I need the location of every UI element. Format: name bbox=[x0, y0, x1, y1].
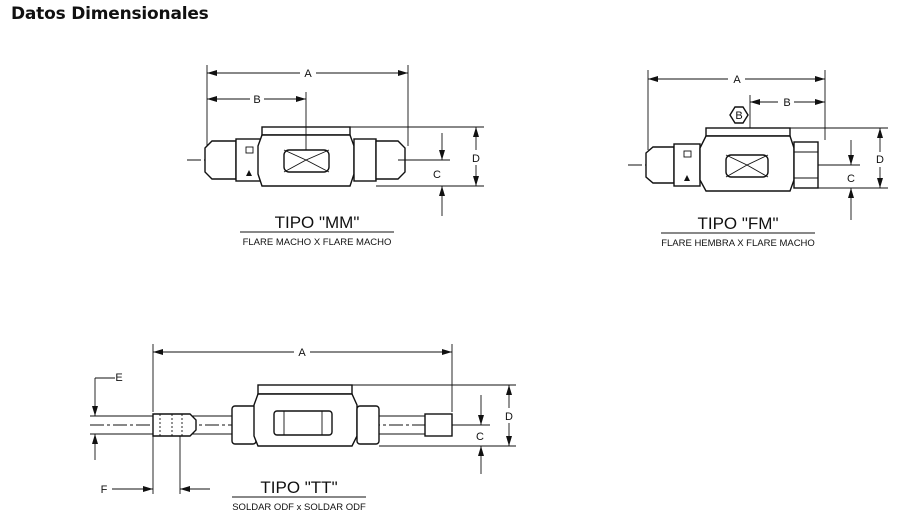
fm-dim-c-label: C bbox=[847, 173, 855, 185]
diagram-fm: B A B C D TIPO "FM" FLARE HEMBRA X F bbox=[628, 70, 888, 249]
fm-title: TIPO "FM" bbox=[697, 214, 778, 233]
tt-left-collar bbox=[231, 405, 257, 445]
tt-subtitle: SOLDAR ODF x SOLDAR ODF bbox=[232, 502, 366, 513]
mm-subtitle: FLARE MACHO X FLARE MACHO bbox=[243, 237, 392, 248]
tt-dim-e-label: E bbox=[115, 372, 122, 384]
mm-right-flare bbox=[375, 140, 406, 180]
mm-dim-c-label: C bbox=[433, 169, 441, 181]
fm-subtitle: FLARE HEMBRA X FLARE MACHO bbox=[661, 238, 815, 249]
fm-body-top bbox=[705, 127, 791, 137]
fm-right-nut bbox=[793, 141, 819, 189]
fm-hex-b-label: B bbox=[735, 110, 742, 122]
mm-dim-d-label: D bbox=[472, 153, 480, 165]
tt-title: TIPO "TT" bbox=[260, 478, 337, 497]
tt-dim-a-label: A bbox=[298, 347, 306, 359]
mm-title: TIPO "MM" bbox=[275, 213, 360, 232]
page-title: Datos Dimensionales bbox=[11, 4, 209, 24]
tt-sight-glass bbox=[273, 410, 333, 436]
tt-left-socket bbox=[152, 413, 197, 437]
mm-right-hex bbox=[353, 138, 377, 182]
fm-hex-b-icon bbox=[729, 106, 749, 124]
mm-dim-a-label: A bbox=[304, 68, 312, 80]
fm-dim-d-label: D bbox=[876, 154, 884, 166]
mm-dim-b-label: B bbox=[253, 94, 260, 106]
mm-left-flare bbox=[204, 140, 237, 180]
diagram-tt: A E F C D TIPO "TT" SOLDAR ODF x SOL bbox=[90, 344, 516, 513]
tt-dim-f-label: F bbox=[101, 484, 108, 496]
tt-dim-c-label: C bbox=[476, 431, 484, 443]
tt-right-collar bbox=[356, 405, 380, 445]
fm-left-flare bbox=[645, 146, 675, 184]
tt-dim-d-label: D bbox=[505, 411, 513, 423]
tt-body-top bbox=[257, 384, 353, 395]
fm-dim-b-label: B bbox=[783, 97, 790, 109]
fm-dim-a-label: A bbox=[733, 74, 741, 86]
tt-right-socket bbox=[424, 413, 453, 437]
diagram-mm: A B C D TIPO "MM" FLARE MACHO X FLARE MA… bbox=[187, 65, 484, 248]
